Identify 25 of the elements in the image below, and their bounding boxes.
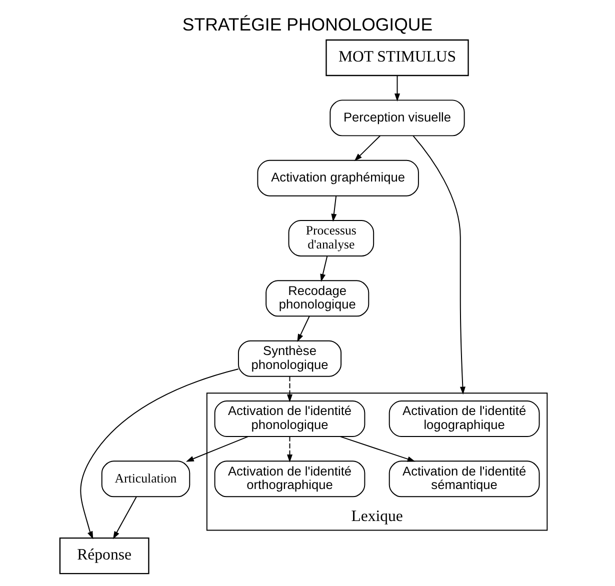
arrow bbox=[186, 436, 249, 462]
arrow bbox=[354, 135, 381, 162]
arrow bbox=[80, 368, 239, 540]
arrow bbox=[320, 256, 328, 282]
node-box: Activation de l'identité phonologique bbox=[214, 400, 366, 437]
node-box: Perception visuelle bbox=[330, 100, 465, 136]
arrow bbox=[340, 436, 416, 462]
arrow bbox=[394, 75, 400, 102]
arrow bbox=[112, 496, 137, 540]
arrow bbox=[286, 376, 293, 402]
node-box: Articulation bbox=[101, 460, 190, 498]
node-box: Recodage phonologique bbox=[266, 280, 370, 317]
node-box: Synthèse phonologique bbox=[238, 340, 342, 377]
arrow bbox=[286, 436, 293, 462]
arrow bbox=[331, 195, 337, 222]
node-box: Activation graphémique bbox=[257, 160, 419, 196]
node-box: Processus d'analyse bbox=[288, 220, 374, 256]
node-box: Activation de l'identité logographique bbox=[388, 400, 540, 437]
arrow bbox=[297, 316, 310, 342]
node-box: MOT STIMULUS bbox=[326, 39, 469, 76]
arrow bbox=[412, 135, 466, 395]
node-box: Activation de l'identité sémantique bbox=[388, 460, 540, 498]
diagram-title: STRATÉGIE PHONOLOGIQUE bbox=[182, 14, 433, 35]
node-box: Activation de l'identité orthographique bbox=[214, 460, 366, 498]
node-box: Réponse bbox=[59, 538, 150, 574]
